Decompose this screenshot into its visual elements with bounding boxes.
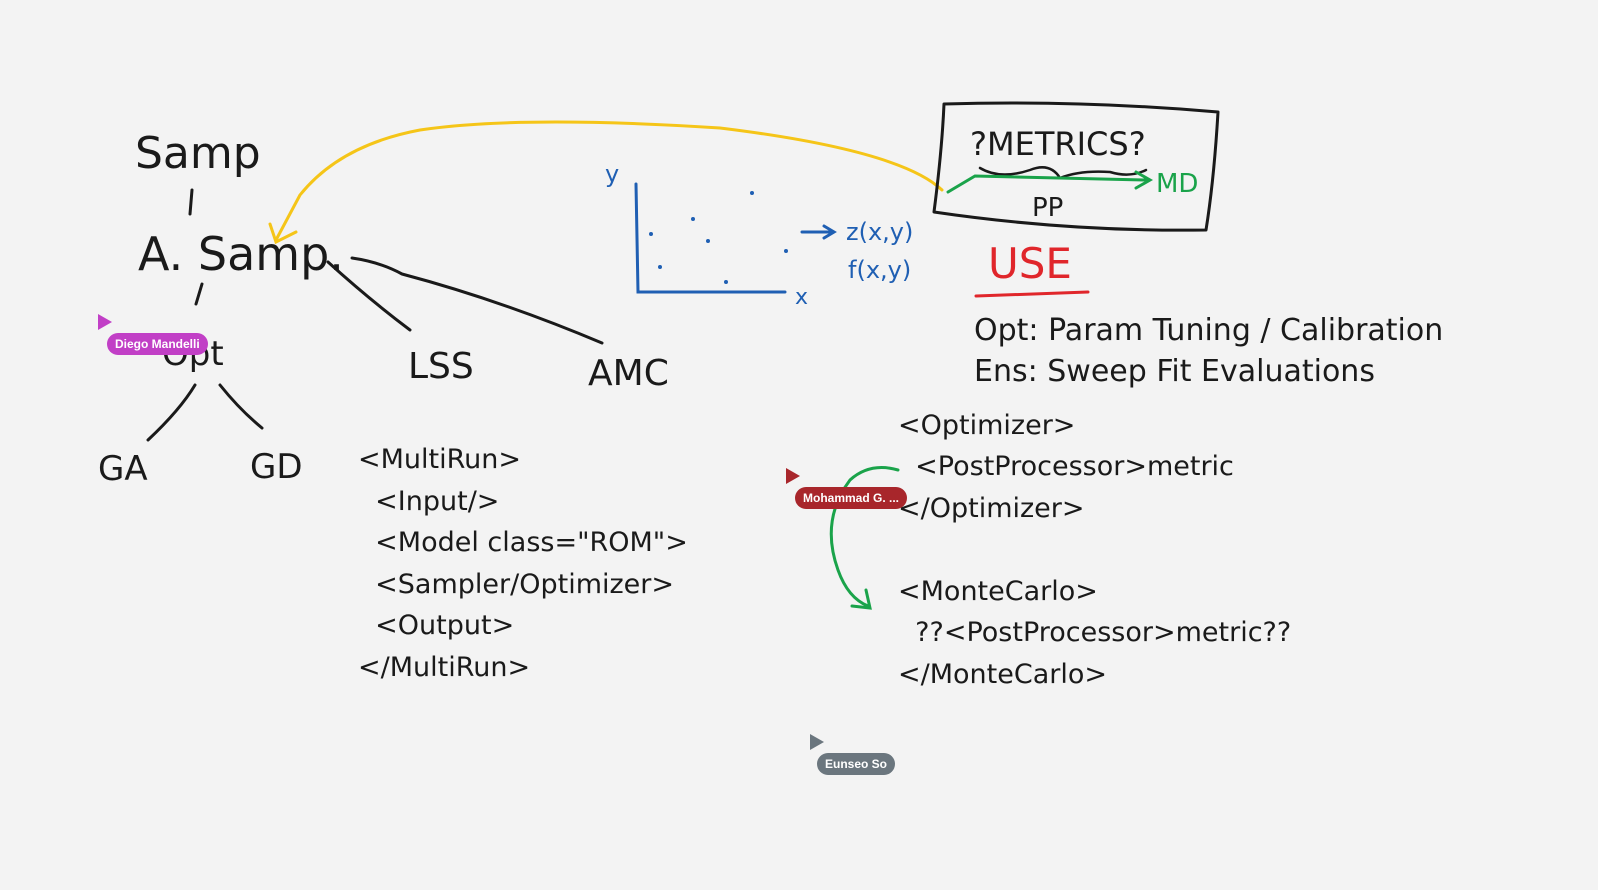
- pointer-icon: [786, 468, 800, 484]
- use-underline: [974, 290, 1090, 298]
- metrics-md-label: MD: [1156, 169, 1198, 199]
- xml-line: <MonteCarlo>: [898, 576, 1098, 607]
- xml-line: <Sampler/Optimizer>: [358, 569, 674, 600]
- tree-connector: [146, 383, 197, 442]
- xml-line: <Model class="ROM">: [358, 527, 688, 558]
- montecarlo-xml-block: <MonteCarlo> ??<PostProcessor>metric?? <…: [898, 576, 1291, 690]
- plot-x-label: x: [795, 285, 808, 310]
- tree-connector: [350, 256, 604, 345]
- plot-y-label: y: [605, 160, 619, 188]
- tree-leaf-gd: GD: [250, 447, 303, 487]
- plot-z-label: z(x,y): [846, 218, 913, 246]
- xml-line: </MonteCarlo>: [898, 659, 1107, 690]
- cursor-name-tag: Diego Mandelli: [107, 333, 208, 355]
- tree-branch-lss: LSS: [408, 346, 474, 387]
- tree-connector: [188, 188, 194, 216]
- xml-line: </Optimizer>: [898, 493, 1085, 524]
- use-heading: USE: [988, 239, 1072, 288]
- plot-point: [784, 249, 788, 253]
- xml-line: <MultiRun>: [358, 444, 521, 475]
- cursor-name-tag: Mohammad G. ...: [795, 487, 908, 509]
- scatter-sketch: y x z(x,y) f(x,y): [605, 160, 913, 310]
- xml-line: <Input/>: [358, 486, 499, 517]
- cursor-name-tag: Eunseo So: [817, 753, 896, 775]
- tree-root-label: Samp: [135, 128, 261, 179]
- tree-connector: [218, 383, 264, 430]
- plot-point: [691, 217, 695, 221]
- tree-connector: [326, 260, 412, 332]
- xml-line: <Output>: [358, 610, 514, 641]
- pointer-icon: [810, 734, 824, 750]
- plot-point: [706, 239, 710, 243]
- use-line-1: Opt: Param Tuning / Calibration: [974, 313, 1443, 348]
- xml-line: </MultiRun>: [358, 652, 530, 683]
- metrics-title: ?METRICS?: [970, 125, 1146, 163]
- tree-branch-amc: AMC: [588, 353, 669, 394]
- use-line-2: Ens: Sweep Fit Evaluations: [974, 354, 1375, 389]
- plot-point: [750, 191, 754, 195]
- tree-child-label: A. Samp.: [138, 227, 344, 281]
- yellow-arrowhead: [268, 222, 298, 245]
- plot-point: [658, 265, 662, 269]
- metrics-pp-label: PP: [1032, 193, 1063, 223]
- metrics-box-border: [932, 101, 1220, 232]
- plot-point: [649, 232, 653, 236]
- plot-axes: [634, 182, 787, 294]
- tree-leaf-ga: GA: [98, 449, 148, 489]
- xml-line: <PostProcessor>metric: [898, 451, 1234, 482]
- pointer-icon: [98, 314, 112, 330]
- yellow-arrow: [274, 120, 944, 242]
- green-metrics-arrow: [946, 170, 1154, 194]
- optimizer-xml-block: <Optimizer> <PostProcessor>metric </Opti…: [898, 410, 1234, 524]
- plot-arrow: [800, 224, 837, 240]
- plot-points: [649, 191, 788, 284]
- metrics-box: ?METRICS? PP MD: [932, 101, 1220, 232]
- xml-line: <Optimizer>: [898, 410, 1075, 441]
- sampler-tree: Samp A. Samp. Opt LSS AMC GA GD: [98, 128, 669, 489]
- green-curved-arrow: [829, 466, 900, 610]
- xml-line: ??<PostProcessor>metric??: [898, 617, 1291, 648]
- multirun-xml-block: <MultiRun> <Input/> <Model class="ROM"> …: [358, 444, 688, 683]
- plot-point: [724, 280, 728, 284]
- plot-f-label: f(x,y): [848, 256, 911, 284]
- tree-connector: [194, 282, 204, 306]
